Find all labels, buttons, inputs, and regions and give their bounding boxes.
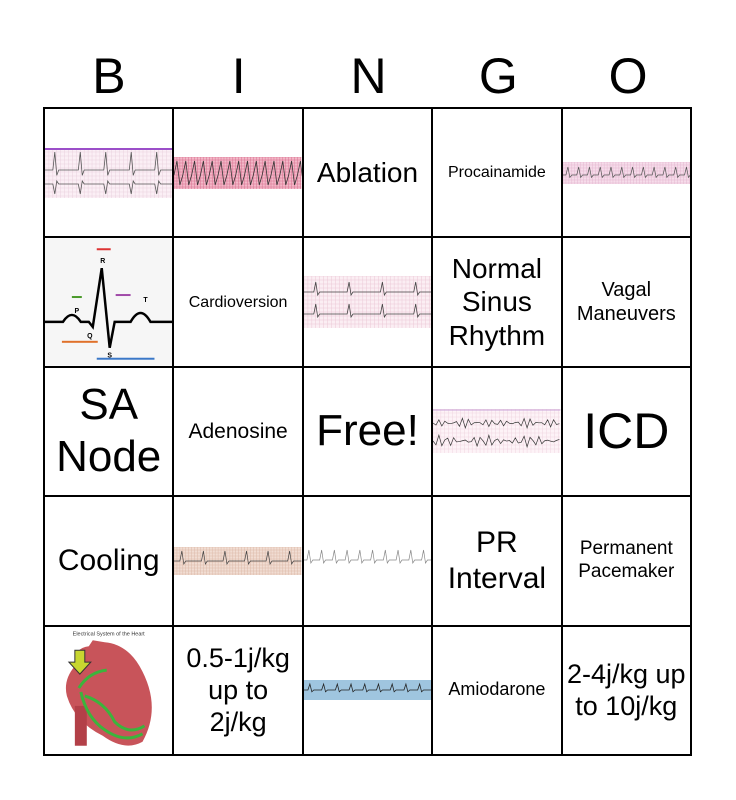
ecg-strip-sinus-icon	[303, 276, 432, 329]
svg-text:S: S	[107, 353, 112, 360]
bingo-cell[interactable]	[302, 237, 433, 367]
bingo-cell[interactable]: 0.5-1j/kg up to 2j/kg	[173, 625, 303, 755]
cell-text: Cooling	[57, 543, 160, 577]
cell-text: 2-4j/kg up to 10j/kg	[567, 658, 686, 722]
bingo-cell[interactable]: Cardioversion	[173, 237, 303, 367]
bingo-cell[interactable]	[44, 108, 174, 238]
bingo-card-grid: Ablation Procainamide P Q R S T Cardiovers…	[43, 107, 692, 756]
bingo-cell[interactable]: Vagal Maneuvers	[561, 237, 691, 367]
cell-text: PR Interval	[447, 525, 547, 595]
header-letter-g: G	[478, 48, 518, 104]
cell-text: Cardioversion	[188, 293, 288, 311]
bingo-cell[interactable]	[173, 496, 303, 626]
ecg-strip-sinus-pause-icon	[303, 680, 432, 701]
header-letter-o: O	[608, 48, 648, 104]
cell-text: Permanent Pacemaker	[578, 538, 675, 582]
ecg-strip-first-degree-block-icon	[174, 546, 302, 575]
cell-text: Ablation	[316, 156, 419, 188]
bingo-cell[interactable]: Permanent Pacemaker	[561, 496, 691, 626]
bingo-cell[interactable]: PR Interval	[432, 496, 562, 626]
bingo-cell[interactable]: Normal Sinus Rhythm	[432, 237, 562, 367]
cell-text: SA Node	[56, 379, 162, 482]
bingo-cell[interactable]: P Q R S T	[44, 237, 174, 367]
cell-text: ICD	[583, 403, 670, 460]
bingo-cell[interactable]: ICD	[561, 366, 691, 497]
cell-text: Procainamide	[447, 164, 546, 182]
bingo-cell[interactable]	[561, 108, 691, 238]
bingo-cell[interactable]	[432, 366, 562, 497]
bingo-cell[interactable]: Ablation	[302, 108, 433, 238]
ecg-strip-heart-block-icon	[303, 546, 432, 575]
bingo-cell[interactable]: Electrical System of the Heart	[44, 625, 174, 755]
svg-text:P: P	[75, 308, 80, 315]
header-letter-n: N	[350, 48, 387, 104]
cell-text: Normal Sinus Rhythm	[448, 252, 546, 351]
bingo-cell[interactable]: Cooling	[44, 496, 174, 626]
bingo-cell[interactable]	[302, 625, 433, 755]
header-letter-i: I	[231, 48, 246, 104]
ecg-strip-svt-icon	[562, 161, 690, 184]
bingo-cell[interactable]: SA Node	[44, 366, 174, 497]
bingo-cell[interactable]: 2-4j/kg up to 10j/kg	[561, 625, 691, 755]
cell-text: Free!	[316, 406, 419, 456]
cell-text: Adenosine	[188, 419, 288, 443]
svg-text:Electrical System of the Heart: Electrical System of the Heart	[73, 632, 146, 638]
ecg-strip-ventricular-tachycardia-icon	[174, 156, 302, 189]
ecg-strip-ventricular-fibrillation-icon	[433, 409, 561, 454]
cell-text: 0.5-1j/kg up to 2j/kg	[186, 642, 290, 738]
cell-text: Vagal Maneuvers	[576, 279, 676, 326]
bingo-cell[interactable]: Amiodarone	[432, 625, 562, 755]
bingo-cell[interactable]: Procainamide	[432, 108, 562, 238]
header-letter-b: B	[92, 48, 126, 104]
svg-text:Q: Q	[87, 333, 93, 340]
bingo-header: B I N G O	[44, 44, 693, 108]
svg-text:T: T	[143, 297, 148, 304]
heart-conduction-system-icon: Electrical System of the Heart	[45, 626, 173, 754]
pqrst-waveform-diagram-icon: P Q R S T	[45, 238, 173, 366]
ecg-strip-atrial-flutter-icon	[45, 147, 173, 198]
bingo-cell[interactable]: Adenosine	[173, 366, 303, 497]
svg-text:R: R	[100, 258, 105, 265]
cell-text: Amiodarone	[448, 679, 546, 700]
bingo-cell[interactable]	[173, 108, 303, 238]
bingo-cell[interactable]: Free!	[302, 366, 433, 497]
bingo-cell[interactable]	[302, 496, 433, 626]
